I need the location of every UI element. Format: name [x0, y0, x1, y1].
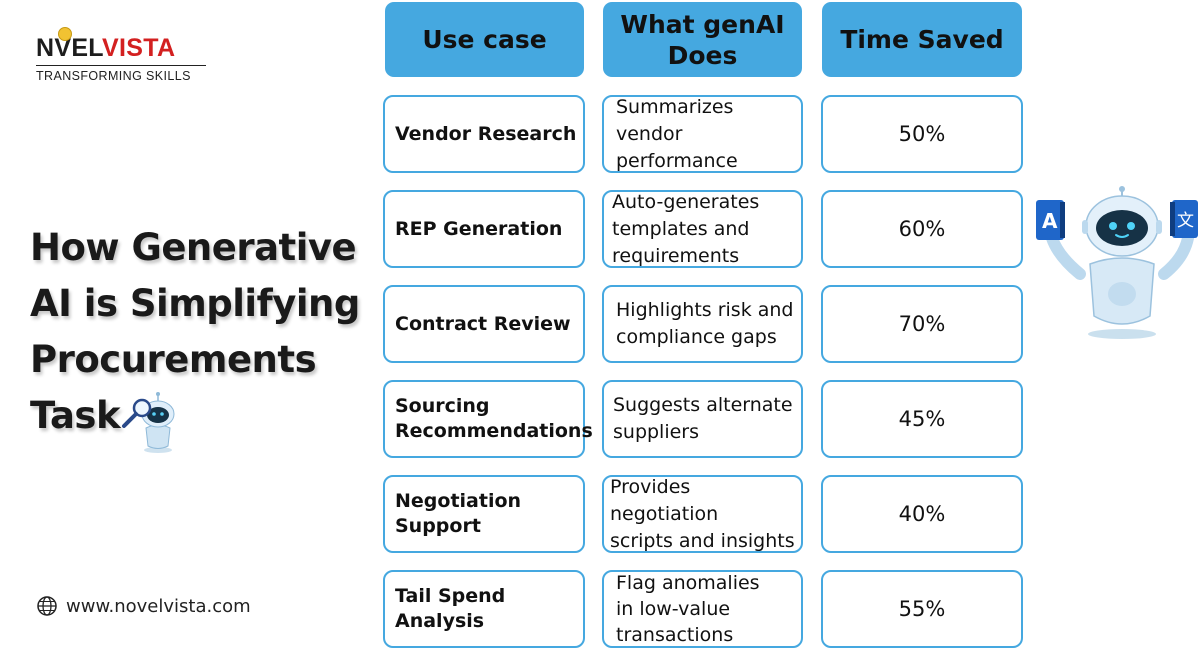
- use-case-cell: Sourcing Recommendations: [383, 380, 593, 458]
- use-case-text: Contract Review: [395, 312, 571, 335]
- logo-tagline: TRANSFORMING SKILLS: [36, 65, 206, 83]
- use-case-text: Tail Spend: [395, 585, 506, 607]
- time-saved-cell: 40%: [821, 475, 1023, 553]
- page-title: How Generative AI is Simplifying Procure…: [30, 220, 370, 444]
- description-line: requirements: [612, 244, 740, 267]
- use-case-cell: REP Generation: [383, 190, 585, 268]
- medal-icon: [58, 27, 72, 41]
- description-line: Summarizes: [616, 95, 734, 118]
- use-case-cell: Tail Spend Analysis: [383, 570, 585, 648]
- use-case-cell: Negotiation Support: [383, 475, 585, 553]
- what-genai-cell: Highlights risk and compliance gaps: [602, 285, 803, 363]
- time-saved-value: 50%: [898, 122, 946, 146]
- time-saved-value: 45%: [898, 407, 946, 431]
- what-genai-cell: Provides negotiation scripts and insight…: [602, 475, 803, 553]
- description-line: compliance gaps: [616, 326, 777, 348]
- time-saved-cell: 55%: [821, 570, 1023, 648]
- use-case-cell: Vendor Research: [383, 95, 585, 173]
- time-saved-cell: 45%: [821, 380, 1023, 458]
- header-label: Use case: [422, 25, 547, 54]
- description-line: templates and: [612, 217, 750, 240]
- description-line: suppliers: [613, 421, 700, 443]
- description-line: in low-value: [616, 598, 731, 620]
- description-line: transactions: [616, 624, 734, 646]
- what-genai-cell: Summarizes vendor performance: [602, 95, 803, 173]
- description-line: performance: [616, 149, 738, 172]
- header-label-line2: Does: [667, 40, 738, 70]
- description-line: Flag anomalies: [616, 572, 760, 594]
- what-genai-cell: Suggests alternate suppliers: [602, 380, 803, 458]
- header-use-case: Use case: [385, 2, 584, 77]
- description-line: Highlights risk and: [616, 299, 794, 321]
- website-url: www.novelvista.com: [66, 595, 251, 617]
- brand-logo: NVELVISTA TRANSFORMING SKILLS: [36, 27, 216, 83]
- robot-magnifier-icon: [122, 392, 175, 453]
- time-saved-cell: 70%: [821, 285, 1023, 363]
- time-saved-value: 55%: [898, 597, 946, 621]
- svg-text:文: 文: [1177, 211, 1194, 231]
- svg-text:A: A: [1042, 209, 1058, 233]
- header-label: Time Saved: [840, 25, 1004, 54]
- book-icon: A: [1036, 200, 1065, 240]
- time-saved-value: 40%: [898, 502, 946, 526]
- header-time-saved: Time Saved: [822, 2, 1022, 77]
- time-saved-value: 70%: [898, 312, 946, 336]
- use-case-text: Recommendations: [395, 420, 593, 442]
- description-line: Auto-generates: [612, 190, 760, 213]
- description-line: Suggests alternate: [613, 394, 793, 416]
- use-case-text: Negotiation: [395, 490, 522, 512]
- use-case-text: REP Generation: [395, 217, 563, 240]
- globe-icon: [37, 596, 57, 616]
- title-line: Task: [30, 394, 121, 437]
- time-saved-cell: 60%: [821, 190, 1023, 268]
- title-line: Procurements: [30, 338, 317, 381]
- time-saved-cell: 50%: [821, 95, 1023, 173]
- what-genai-cell: Auto-generates templates and requirement…: [602, 190, 803, 268]
- description-line: vendor: [616, 122, 683, 145]
- title-line: How Generative: [30, 226, 357, 269]
- description-line: scripts and insights: [610, 529, 795, 552]
- description-line: Provides negotiation: [610, 475, 719, 525]
- title-line: AI is Simplifying: [30, 282, 360, 325]
- use-case-cell: Contract Review: [383, 285, 585, 363]
- header-label-line1: What genAI: [620, 9, 785, 39]
- logo-wordmark: NVELVISTA: [36, 27, 216, 62]
- time-saved-value: 60%: [898, 217, 946, 241]
- logo-text-part3: VISTA: [102, 34, 176, 62]
- use-case-text: Analysis: [395, 610, 485, 632]
- logo-text-part1: N: [36, 34, 55, 62]
- use-case-text: Support: [395, 515, 481, 537]
- robot-mascot-icon: A 文: [1036, 186, 1198, 339]
- header-what-genai-does: What genAI Does: [603, 2, 802, 77]
- book-icon: 文: [1170, 200, 1198, 238]
- what-genai-cell: Flag anomalies in low-value transactions: [602, 570, 803, 648]
- use-case-text: Vendor Research: [395, 122, 577, 145]
- use-case-text: Sourcing: [395, 395, 490, 417]
- website-link[interactable]: www.novelvista.com: [36, 595, 251, 617]
